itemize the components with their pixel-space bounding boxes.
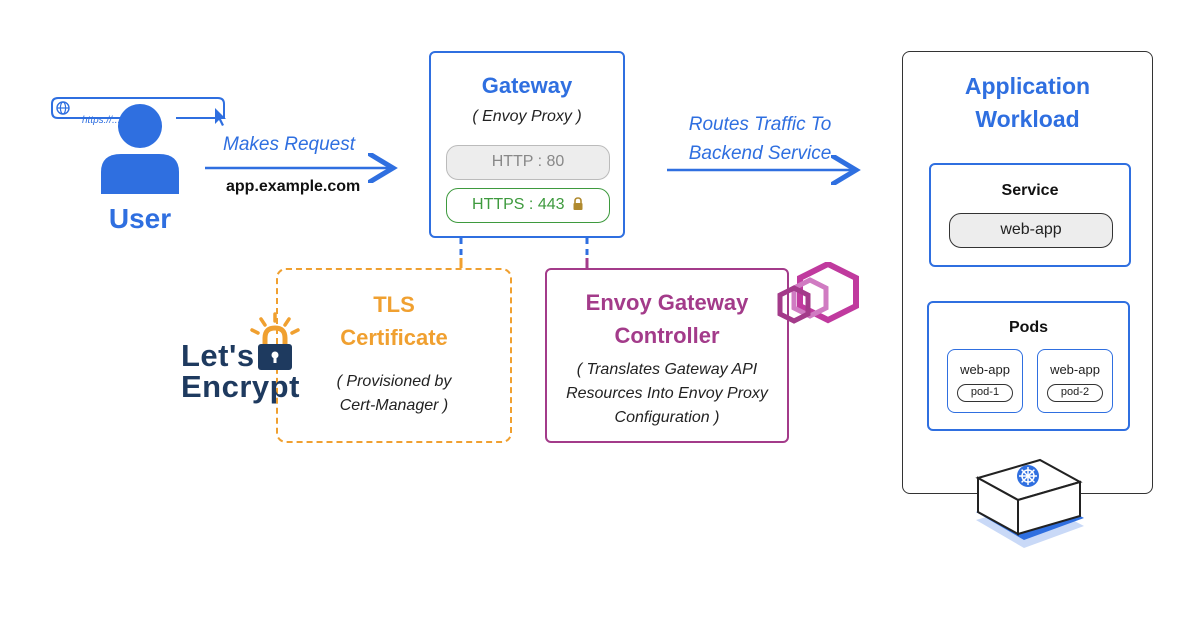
controller-title: Envoy Gateway Controller (547, 286, 787, 352)
routes-label: Routes Traffic To Backend Service (660, 110, 860, 168)
application-workload-box[interactable]: Application Workload Service web-app Pod… (902, 51, 1153, 494)
workload-title-line1: Application (964, 73, 1091, 99)
service-box[interactable]: Service web-app (929, 163, 1131, 267)
controller-description: ( Translates Gateway API Resources Into … (547, 358, 787, 430)
browser-url-bar (51, 97, 226, 126)
lock-icon (573, 197, 583, 210)
user-icon (101, 104, 179, 194)
service-title: Service (1001, 182, 1059, 199)
kubernetes-cluster-icon (975, 458, 1084, 548)
controller-desc-line1: ( Translates Gateway API (576, 361, 758, 378)
gateway-title: Gateway (481, 73, 573, 98)
tls-desc-line2: Cert-Manager ) (339, 397, 449, 414)
letsencrypt-line2: Encrypt (181, 369, 300, 404)
controller-title-line2: Controller (614, 323, 720, 348)
pod-name-pill: pod-2 (1047, 384, 1103, 402)
controller-desc-line2: Resources Into Envoy Proxy (566, 385, 768, 402)
tls-title: TLS Certificate (278, 288, 510, 354)
tls-title-line1: TLS (373, 292, 415, 317)
controller-title-line1: Envoy Gateway (585, 290, 749, 315)
pods-title: Pods (1008, 319, 1049, 336)
workload-title: Application Workload (903, 70, 1152, 136)
letsencrypt-wordmark: Let's Encrypt (181, 340, 300, 402)
pod-card[interactable]: web-app pod-2 (1037, 349, 1113, 413)
user-label: User (108, 203, 172, 234)
envoy-logo-icon (777, 262, 859, 324)
envoy-controller-box[interactable]: Envoy Gateway Controller ( Translates Ga… (545, 268, 789, 443)
pod-app-label: web-app (960, 362, 1010, 377)
https-port-label: HTTPS : 443 (472, 196, 565, 213)
service-name-pill[interactable]: web-app (949, 213, 1113, 248)
request-label: Makes Request (223, 134, 356, 155)
tls-title-line2: Certificate (340, 325, 448, 350)
routes-label-line1: Routes Traffic To (688, 114, 832, 135)
url-text: https://... (82, 115, 121, 126)
request-domain: app.example.com (226, 178, 361, 195)
globe-icon (56, 101, 70, 115)
pods-box[interactable]: Pods web-app pod-1 web-app pod-2 (927, 301, 1130, 431)
controller-desc-line3: Configuration ) (614, 409, 720, 426)
http-port-pill[interactable]: HTTP : 80 (446, 145, 610, 180)
letsencrypt-line1: Let's (181, 338, 255, 373)
routes-label-line2: Backend Service (688, 143, 832, 164)
pod-app-label: web-app (1050, 362, 1100, 377)
workload-title-line2: Workload (975, 106, 1080, 132)
gateway-subtitle: ( Envoy Proxy ) (472, 108, 582, 125)
tls-desc-line1: ( Provisioned by (336, 373, 452, 390)
pod-name-pill: pod-1 (957, 384, 1013, 402)
pod-card[interactable]: web-app pod-1 (947, 349, 1023, 413)
tls-certificate-box[interactable]: TLS Certificate ( Provisioned by Cert-Ma… (276, 268, 512, 443)
gateway-box[interactable]: Gateway ( Envoy Proxy ) HTTP : 80 HTTPS … (429, 51, 625, 238)
tls-description: ( Provisioned by Cert-Manager ) (278, 370, 510, 418)
https-port-pill[interactable]: HTTPS : 443 (446, 188, 610, 223)
letsencrypt-logo-icon (250, 312, 300, 370)
